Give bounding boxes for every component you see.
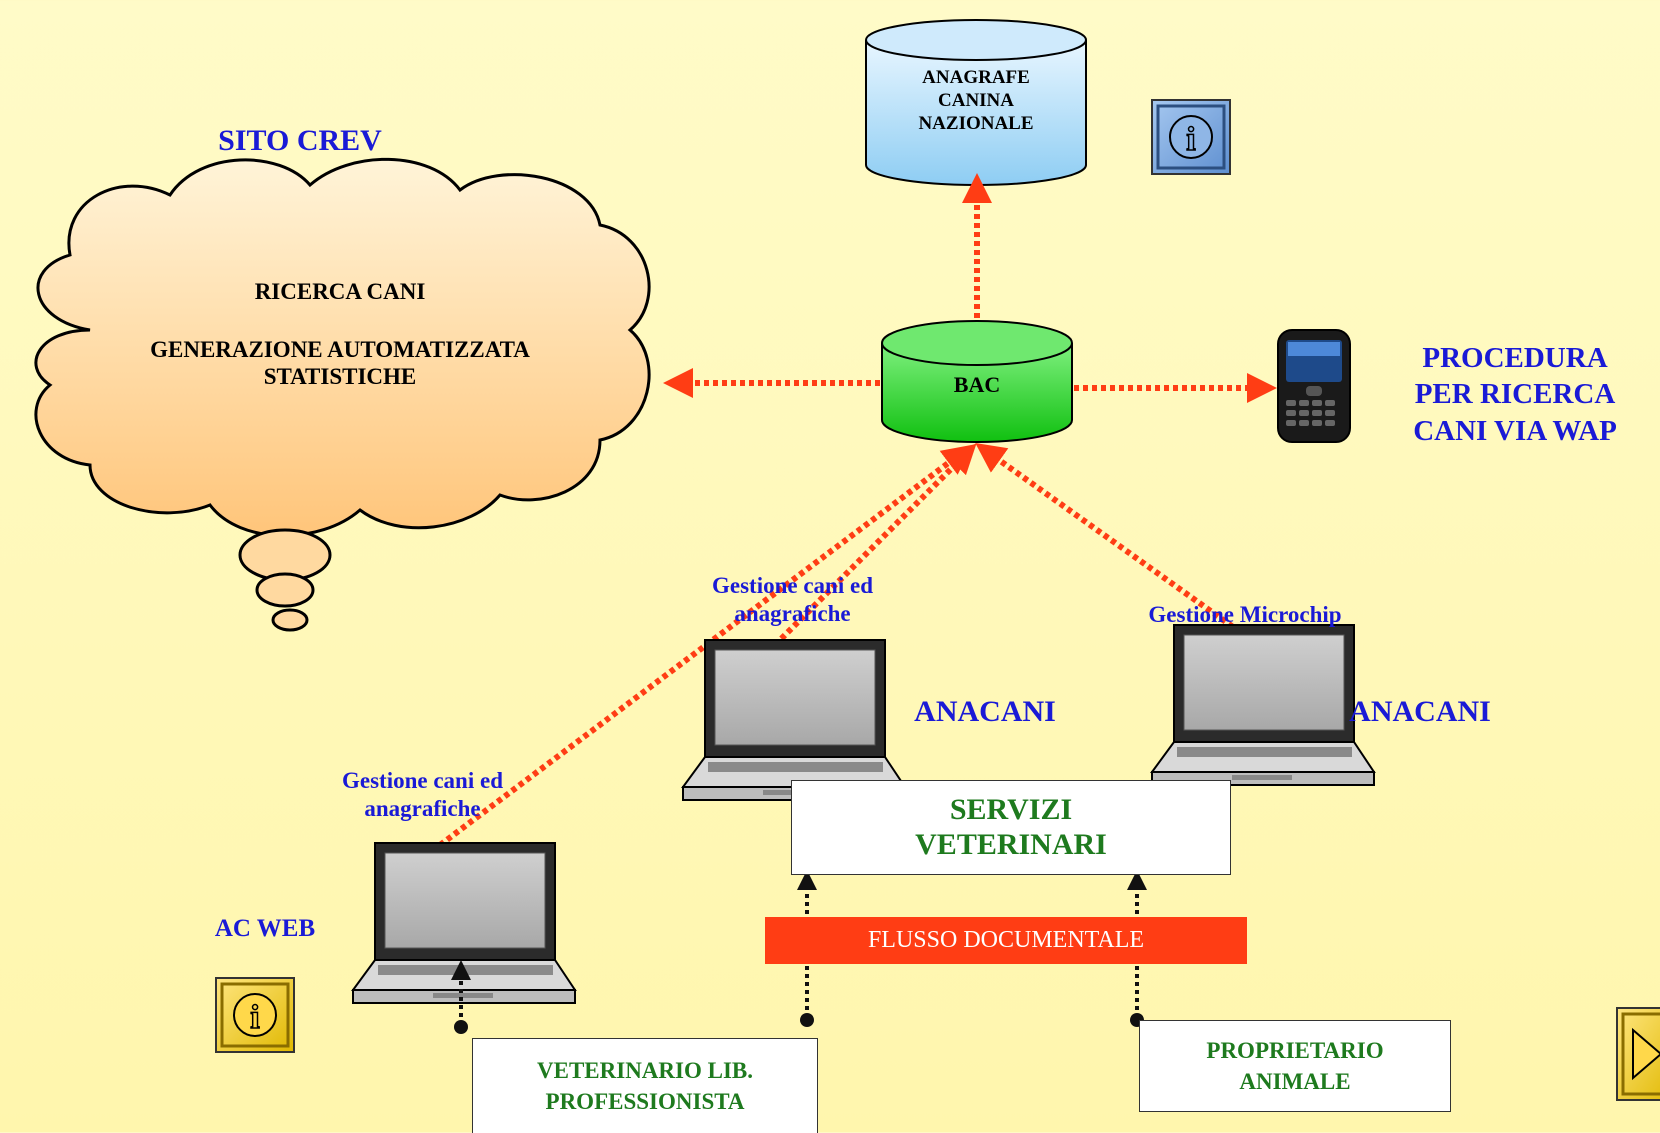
red-arrows [438,173,1277,848]
acweb-label: AC WEB [214,915,316,942]
anagrafe-line-1: ANAGRAFE [922,67,1030,88]
laptop-icon-left [351,842,577,1004]
svg-text:i: i [250,999,259,1036]
play-icon [1632,1027,1660,1081]
next-button[interactable] [1616,1007,1660,1101]
proprietario-box: PROPRIETARIO ANIMALE [1139,1020,1451,1112]
info-icon [233,993,277,1037]
proprietario-line-2: ANIMALE [1239,1069,1351,1094]
laptop-center-caption: Gestione cani ed anagrafiche [670,572,915,627]
cloud-label: RICERCA CANI GENERAZIONE AUTOMATIZZATA S… [40,278,640,391]
proprietario-line-1: PROPRIETARIO [1206,1037,1384,1063]
info-button-blue[interactable]: i [1151,99,1231,175]
anagrafe-label: ANAGRAFE CANINA NAZIONALE [876,67,1076,135]
info-icon [1169,115,1213,159]
laptop-icon-right [1150,624,1376,786]
laptop-right-caption: Gestione Microchip [1148,602,1342,627]
bac-label: BAC [953,372,1001,397]
wap-line-3: CANI VIA WAP [1413,414,1617,447]
anacani-right-label: ANACANI [1349,695,1491,728]
laptop-left-caption-2: anagrafiche [364,795,481,821]
cloud-line-1: RICERCA CANI [254,279,426,304]
laptop-icon-center [681,639,907,801]
anacani-center-label: ANACANI [914,695,1056,728]
wap-label: PROCEDURA PER RICERCA CANI VIA WAP [1375,340,1655,449]
black-connectors [451,870,1147,1025]
connector-dot-vet-left [454,1020,468,1034]
veterinario-line-2: PROFESSIONISTA [545,1089,745,1114]
wap-line-1: PROCEDURA [1422,342,1608,374]
wap-line-2: PER RICERCA [1414,378,1616,411]
anagrafe-line-3: NAZIONALE [918,112,1034,134]
svg-text:i: i [1186,121,1195,158]
cloud-line-2: GENERAZIONE AUTOMATIZZATA [150,336,530,362]
smartphone-icon [1277,329,1351,443]
servizi-line-1: SERVIZI [949,793,1073,826]
veterinario-line-1: VETERINARIO LIB. [537,1057,753,1083]
cloud-line-3: STATISTICHE [263,364,417,390]
servizi-line-2: VETERINARI [915,827,1107,861]
flusso-documentale-bar: FLUSSO DOCUMENTALE [765,917,1247,964]
laptop-left-caption-1: Gestione cani ed [342,768,503,793]
cloud-shape [34,157,651,632]
laptop-left-caption: Gestione cani ed anagrafiche [290,767,555,822]
bac-cylinder [881,320,1073,443]
laptop-center-caption-2: anagrafiche [734,600,851,626]
arrow-anacani2-bac [975,443,1242,635]
sito-crev-label: SITO CREV [218,124,382,157]
veterinario-box: VETERINARIO LIB. PROFESSIONISTA [472,1038,818,1133]
servizi-veterinari-box: SERVIZI VETERINARI [791,780,1231,875]
anagrafe-line-2: CANINA [938,89,1014,111]
arrow-anacani1-bac [772,443,977,648]
info-button-gold[interactable]: i [215,977,295,1053]
connector-dot-vet-right [800,1013,814,1027]
laptop-center-caption-1: Gestione cani ed [712,573,873,598]
arrow-acweb-bac [438,444,973,848]
